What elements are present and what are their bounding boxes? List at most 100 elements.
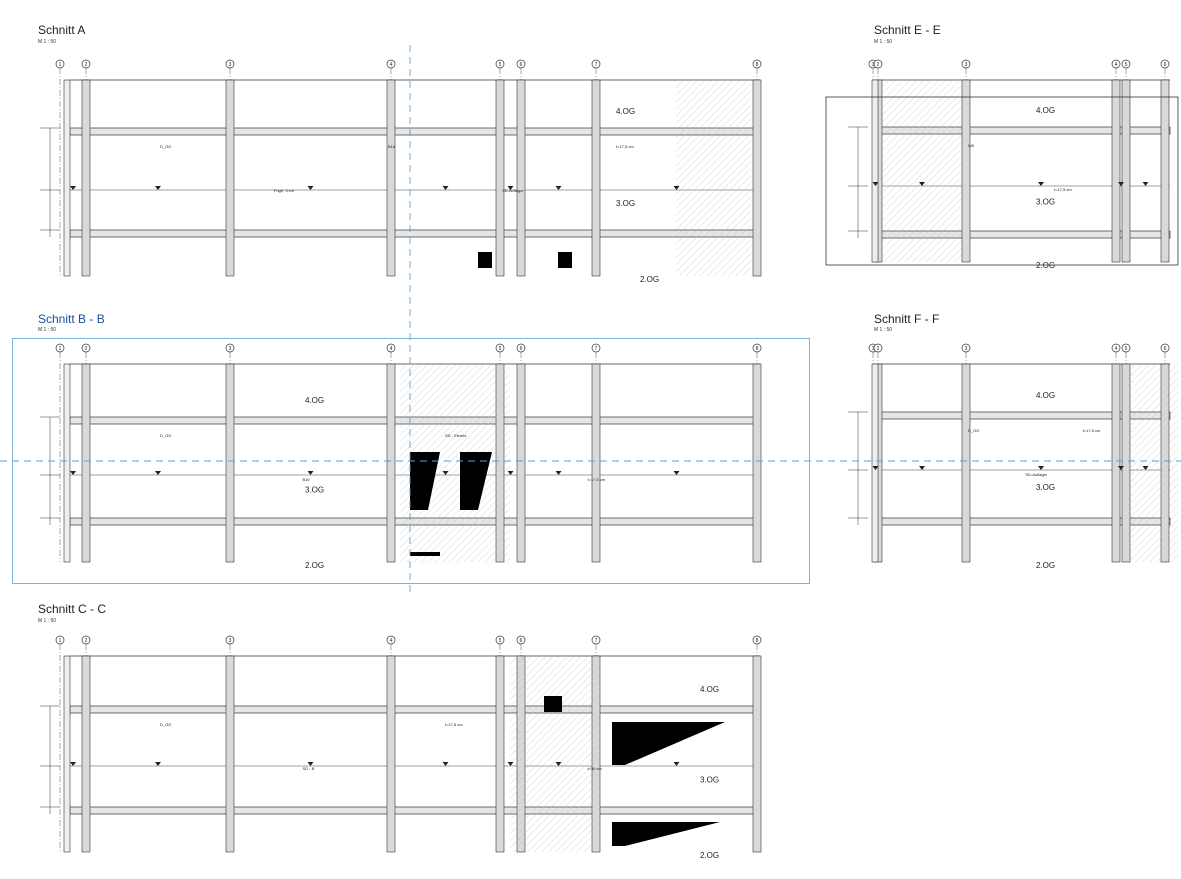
grid-label: 4 [390,346,393,352]
edge-wall [871,79,879,263]
level-marker [919,466,925,470]
level-label-3og: 3.OG [1036,483,1055,492]
column [961,79,971,263]
grid-label: 2 [85,346,88,352]
grid-label: 5 [499,346,502,352]
grid-label: 1 [59,346,62,352]
opening-void [558,252,572,268]
level-marker [442,762,449,766]
grid-label: 4 [1115,346,1118,352]
annotation-note: SD-Auflager [502,188,524,193]
grid-label: 5 [1125,62,1128,68]
level-marker [307,762,314,766]
grid-label: 1 [872,62,875,68]
column [81,79,91,277]
section-c-title: Schnitt C - C [38,602,107,616]
level-marker [673,186,680,190]
level-marker [155,471,161,475]
level-marker [507,471,514,475]
annotation-note: W5 [968,143,975,148]
level-label-4og: 4.OG [305,396,324,405]
level-label-2og: 2.OG [305,561,324,570]
level-label-2og: 2.OG [1036,561,1055,570]
grid-label: 1 [59,638,62,644]
level-marker [70,186,76,190]
level-marker [555,762,562,766]
level-marker [155,762,161,766]
slab-lower [69,806,761,815]
column [386,655,396,853]
level-marker [442,186,449,190]
annotation-note: D_OG [160,433,171,438]
level-marker [155,186,161,190]
level-marker [673,762,680,766]
hatched-region [510,656,600,852]
section-f-scale: M 1 : 50 [874,327,893,333]
level-marker [442,471,449,475]
hatched-region [1128,364,1178,562]
grid-label: 1 [59,62,62,68]
grid-label: 7 [595,638,598,644]
grid-label: 4 [1115,62,1118,68]
grid-label: 5 [499,62,502,68]
annotation-note: t=17,5 cm [1054,187,1072,192]
grid-label: 3 [965,346,968,352]
level-label-2og: 2.OG [700,851,719,860]
hatched-region [882,80,962,262]
section-e-title: Schnitt E - E [874,23,941,37]
level-label-4og: 4.OG [1036,106,1055,115]
grid-label: 7 [595,346,598,352]
edge-wall [63,655,71,853]
annotation-note: t=17,5 cm [616,144,634,149]
slab-upper [69,127,761,136]
section-a-title: Schnitt A [38,23,86,37]
annotation-note: B16 [388,144,396,149]
grid-label: 5 [1125,346,1128,352]
level-marker [555,471,562,475]
edge-wall [63,363,71,563]
column [1160,79,1170,263]
level-label-4og: 4.OG [1036,391,1055,400]
annotation-note: B16 [303,477,311,482]
grid-label: 4 [390,638,393,644]
active-view-selection-box[interactable] [12,338,810,584]
column [961,363,971,563]
opening-void [612,822,720,846]
column [495,655,505,853]
level-marker [507,762,514,766]
annotation-note: SD - Elemts [445,433,466,438]
column [225,363,235,563]
annotation-note: SD - B [303,766,315,771]
column [225,79,235,277]
grid-label: 6 [1164,62,1167,68]
level-label-4og: 4.OG [700,685,719,694]
grid-label: 2 [85,638,88,644]
opening-void [410,552,440,556]
opening-void [478,252,492,268]
level-label-3og: 3.OG [1036,198,1055,207]
level-marker [1118,466,1124,470]
level-marker [70,762,76,766]
column [516,363,526,563]
grid-label: 2 [85,62,88,68]
column [1121,79,1131,263]
grid-label: 6 [520,346,523,352]
level-label-4og: 4.OG [616,107,635,116]
section-b-title[interactable]: Schnitt B - B [38,312,105,326]
opening-void [612,722,725,765]
column [591,363,601,563]
opening-void [460,452,492,510]
level-marker [307,471,314,475]
edge-wall [871,363,879,563]
grid-label: 8 [756,638,759,644]
grid-label: 6 [520,62,523,68]
grid-label: 3 [229,62,232,68]
hatched-region [676,80,751,276]
annotation-note: D_OG [160,722,171,727]
